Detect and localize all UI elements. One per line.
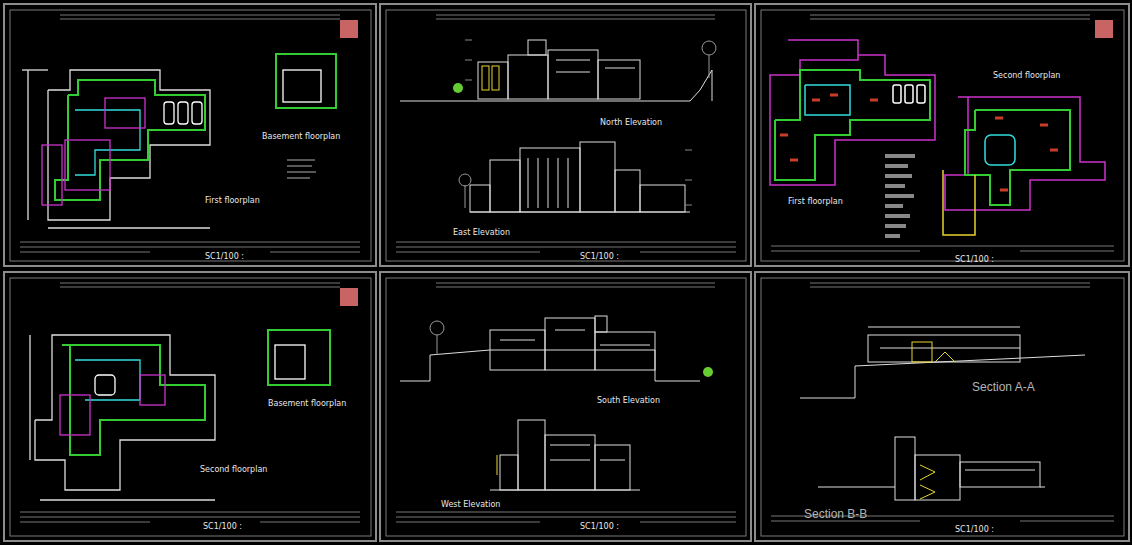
tree-symbol [453,83,463,93]
plan-title: North Elevation [600,119,662,128]
title-lines [20,15,1114,522]
plan-title: East Elevation [453,229,510,238]
plan-title: South Elevation [597,397,660,406]
north-east-elevations [400,40,716,212]
colored-floor-plans [770,40,1105,236]
scale-note: SC1/100 : [580,253,619,262]
section-title: Section B-B [804,508,867,521]
plan-title: Basement floorplan [268,400,346,409]
plan-title: West Elevation [441,501,500,510]
sheet-panel: Basement floorplanSecond floorplanSC1/10… [3,271,377,542]
scale-note: SC1/100 : [580,523,619,532]
scale-note: SC1/100 : [955,256,994,265]
sheet-panel: Basement floorplanFirst floorplanSC1/100… [3,3,377,267]
scale-note: SC1/100 : [205,253,244,262]
logo-marks [340,20,1113,306]
plan-title: Second floorplan [200,466,267,475]
sheet-panel: Section A-A Section B-B SC1/100 : [754,271,1130,542]
tree-symbol [703,367,713,377]
second-floor-plan [30,330,330,500]
sections [800,327,1085,500]
scale-note: SC1/100 : [203,523,242,532]
sheet-panel: Second floorplanFirst floorplanSC1/100 : [754,3,1130,267]
plan-title: Basement floorplan [262,133,340,142]
plan-title: First floorplan [205,197,260,206]
plan-title: First floorplan [788,198,843,207]
plan-title: Second floorplan [993,72,1060,81]
section-title: Section A-A [972,381,1035,394]
scale-note: SC1/100 : [955,526,994,535]
sheet-panel: North ElevationEast ElevationSC1/100 : [379,3,752,267]
inner-frames [10,10,1124,536]
south-west-elevations [400,316,700,490]
sheet-panel: South ElevationWest ElevationSC1/100 : [379,271,752,542]
